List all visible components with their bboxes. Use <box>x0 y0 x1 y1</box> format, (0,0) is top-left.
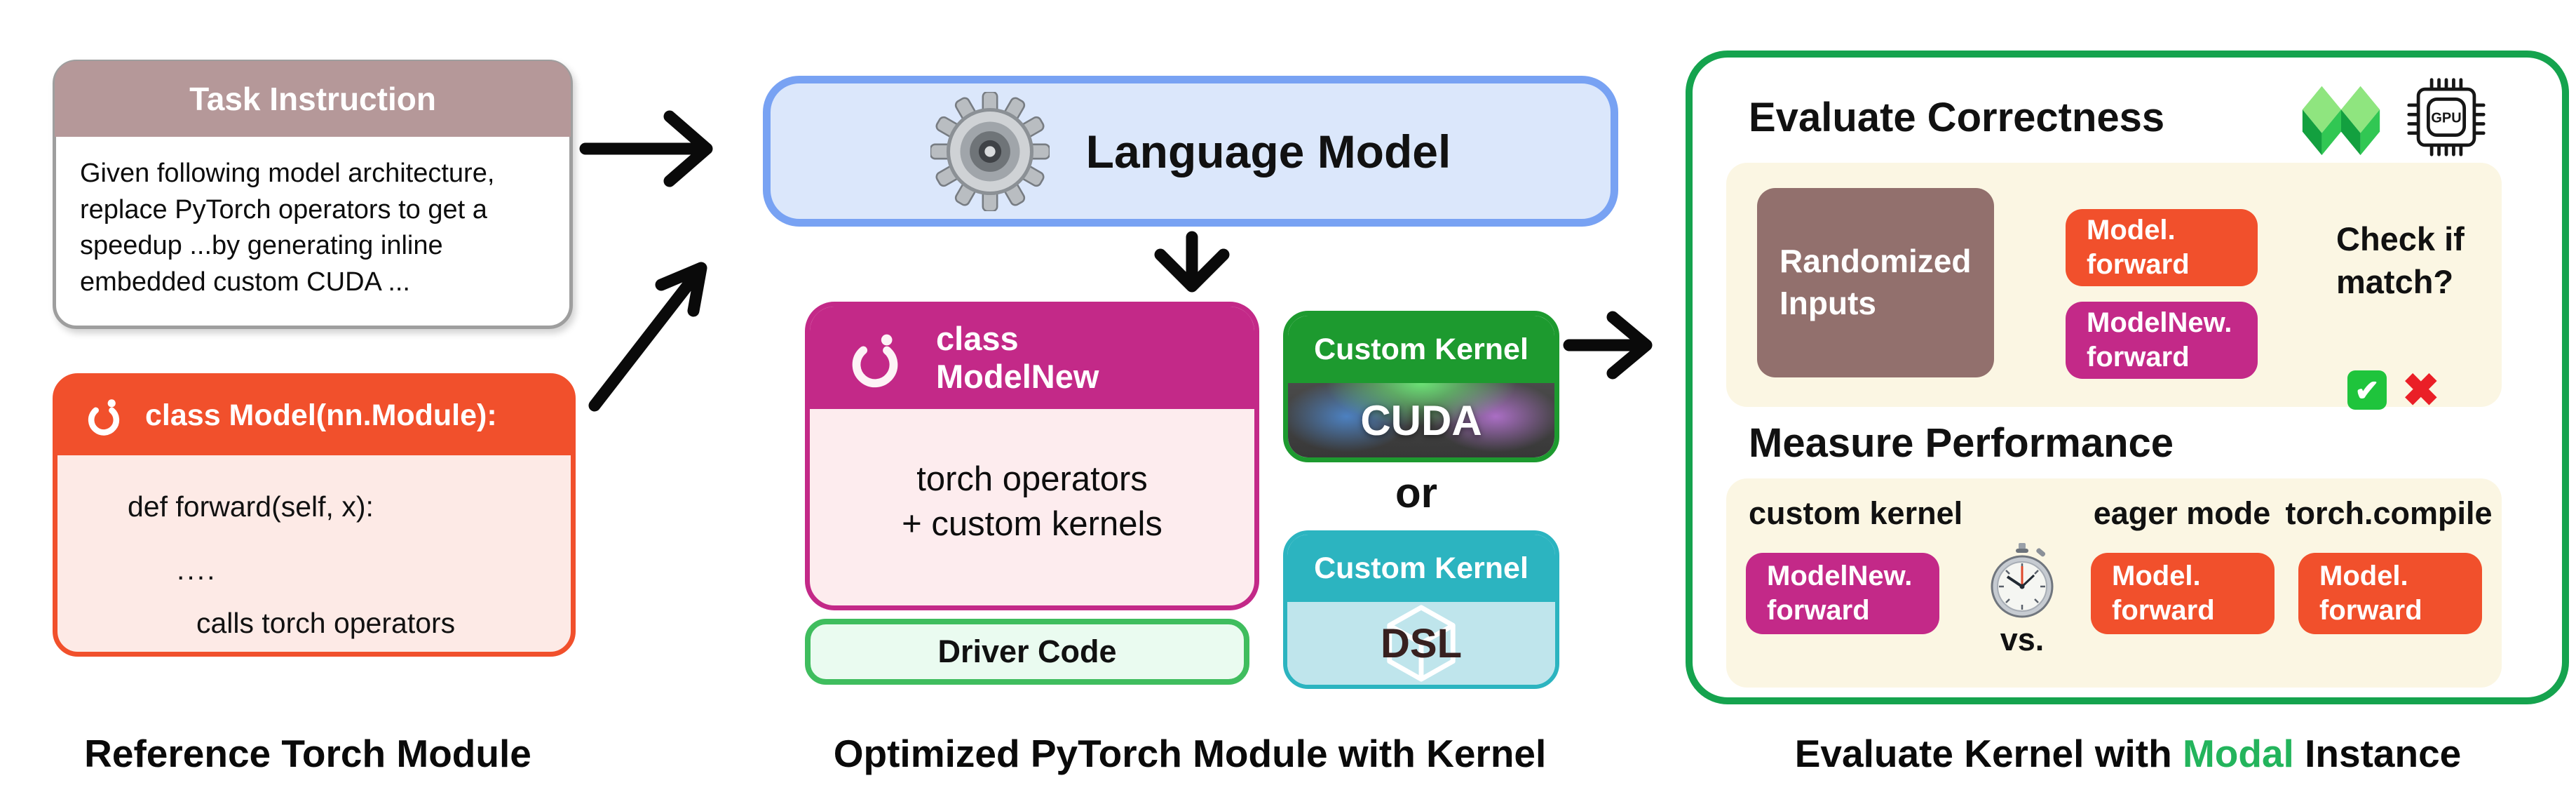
dsl-label: DSL <box>1381 620 1462 666</box>
model-forward-label: Model. forward <box>2087 215 2190 280</box>
code-line-forward: def forward(self, x): <box>128 490 374 523</box>
modelnew-forward-box: ModelNew. forward <box>2066 302 2258 379</box>
randomized-inputs-label: Randomized Inputs <box>1780 243 1972 321</box>
performance-area: custom kernel eager mode torch.compile M… <box>1726 478 2502 688</box>
task-instruction-text: Given following model architecture, repl… <box>80 159 495 297</box>
driver-code-label: Driver Code <box>937 634 1117 669</box>
model-forward-compile-label: Model. forward <box>2319 561 2422 626</box>
gpu-chip-icon: GPU <box>2407 78 2486 156</box>
modelnew-title: class ModelNew <box>936 319 1099 395</box>
caption-optimized-module: Optimized PyTorch Module with Kernel <box>833 732 1547 775</box>
task-instruction-box: Task Instruction Given following model a… <box>53 60 573 329</box>
caption-evaluate-suffix: Instance <box>2293 732 2462 775</box>
reference-model-box: class Model(nn.Module): def forward(self… <box>53 373 576 657</box>
model-forward-compile-box: Model. forward <box>2298 553 2482 634</box>
modelnew-header: class ModelNew <box>810 307 1254 409</box>
caption-reference-torch-module: Reference Torch Module <box>84 732 531 775</box>
cuda-visualization: CUDA <box>1288 383 1554 457</box>
gear-icon <box>930 91 1050 211</box>
model-forward-eager-box: Model. forward <box>2091 553 2275 634</box>
check-mark-icon: ✔ <box>2347 370 2387 410</box>
gpu-icon-label: GPU <box>2431 111 2461 126</box>
pytorch-flame-icon <box>88 399 120 436</box>
arrow-task-to-lm <box>579 110 713 187</box>
stopwatch-icon <box>1991 543 2054 618</box>
reference-model-title: class Model(nn.Module): <box>145 398 497 432</box>
reference-model-header: class Model(nn.Module): <box>55 375 573 455</box>
modelnew-box: class ModelNew torch operators + custom … <box>805 302 1259 610</box>
check-if-match-label: Check if match? <box>2336 220 2465 301</box>
custom-kernel-cuda-box: Custom Kernel CUDA <box>1283 311 1559 462</box>
language-model-label: Language Model <box>1085 125 1451 177</box>
torch-compile-col-label: torch.compile <box>2285 495 2493 531</box>
modelnew-forward-perf-label: ModelNew. forward <box>1767 561 1913 626</box>
task-instruction-title: Task Instruction <box>189 81 436 117</box>
custom-kernel-col-label: custom kernel <box>1749 495 1963 531</box>
custom-kernel-dsl-box: Custom Kernel DSL <box>1283 530 1559 689</box>
dsl-box-header-label: Custom Kernel <box>1314 551 1528 585</box>
task-instruction-header: Task Instruction <box>55 61 571 137</box>
language-model-box: Language Model <box>763 76 1618 227</box>
measure-performance-heading: Measure Performance <box>1749 420 2174 466</box>
dsl-body: DSL <box>1287 602 1555 685</box>
driver-code-box: Driver Code <box>805 619 1249 685</box>
model-forward-eager-label: Model. forward <box>2112 561 2215 626</box>
arrow-model-to-lm <box>588 262 707 412</box>
modal-logo <box>2302 86 2380 156</box>
arrow-kernel-to-eval <box>1563 311 1653 380</box>
cuda-box-header-label: Custom Kernel <box>1314 332 1528 366</box>
code-line-calls: calls torch operators <box>196 607 456 639</box>
cube-wireframe-icon <box>1387 605 1456 682</box>
randomized-inputs-box: Randomized Inputs <box>1757 188 1994 377</box>
evaluate-correctness-heading: Evaluate Correctness <box>1749 95 2165 140</box>
or-label: or <box>1395 469 1437 516</box>
result-marks: ✔ ✖ <box>2347 368 2440 413</box>
dsl-box-header: Custom Kernel <box>1287 535 1555 602</box>
caption-evaluate-kernel: Evaluate Kernel with Modal Instance <box>1753 731 2503 776</box>
pytorch-flame-icon <box>852 334 898 388</box>
caption-modal-highlight: Modal <box>2182 732 2294 775</box>
caption-evaluate-prefix: Evaluate Kernel with <box>1794 732 2183 775</box>
model-forward-box: Model. forward <box>2066 209 2258 286</box>
modal-eval-panel: Evaluate Correctness GPU Randomized Inpu… <box>1686 51 2569 704</box>
correctness-area: Randomized Inputs Model. forward ModelNe… <box>1726 163 2502 413</box>
code-line-dots: .... <box>177 554 217 586</box>
cross-mark-icon: ✖ <box>2402 365 2440 415</box>
vs-label: vs. <box>2000 622 2045 657</box>
eager-mode-col-label: eager mode <box>2093 495 2271 531</box>
cuda-label: CUDA <box>1360 396 1482 444</box>
arrow-lm-to-modelnew <box>1154 231 1230 293</box>
cuda-box-header: Custom Kernel <box>1288 316 1554 383</box>
modelnew-forward-label: ModelNew. forward <box>2087 307 2232 373</box>
modelnew-body-text: torch operators + custom kernels <box>902 460 1162 543</box>
modelnew-forward-perf-box: ModelNew. forward <box>1746 553 1939 634</box>
